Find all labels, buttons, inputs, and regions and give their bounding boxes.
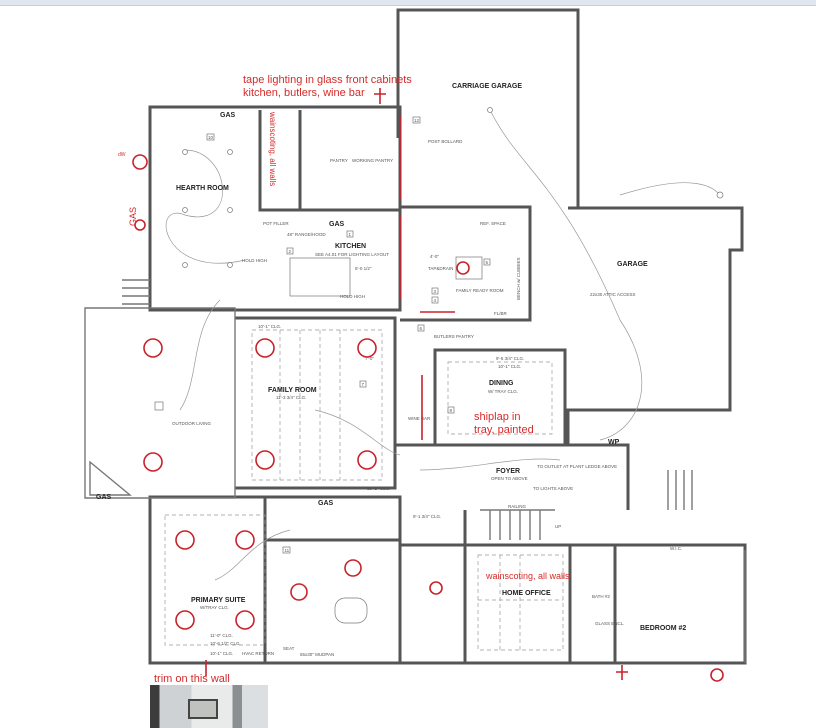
room-label-family-ready-room: FAMILY READY ROOM [456, 288, 504, 293]
primary-clg-note-3: 10'-1" CLG. [210, 651, 233, 656]
tap-drain-note: TAP&DRAIN [428, 266, 453, 271]
tag-11: 11 [285, 548, 290, 553]
office-clg-note: 9'-1 3/4" CLG. [413, 514, 441, 519]
lights-note: TO LIGHTS ABOVE [533, 486, 573, 491]
post-bollard-note: POST BOLLARD [428, 139, 463, 144]
dining-ceiling: W/ TRAY CLG. [488, 389, 518, 394]
annotation-dw: dW [118, 152, 126, 158]
keynote-tags: 1 2 3 4 5 6 7 8 10 11 12 [206, 116, 491, 554]
room-label-garage: GARAGE [617, 261, 648, 268]
hold-high-note-2: HOLD HIGH [340, 294, 365, 299]
gas-label-outdoor: GAS [96, 494, 112, 501]
foyer-note: OPEN TO ABOVE [491, 476, 528, 481]
family-room-clg-note: 10'-1" CLG. [258, 324, 281, 329]
room-label-hearth-room: HEARTH ROOM [176, 185, 229, 192]
tag-12: 12 [414, 118, 420, 123]
wine-bar-label: WINE BAR [408, 416, 431, 421]
annotation-wainscoting-office: wainscoting, all walls [485, 571, 570, 581]
hvac-note: HVAC RETURN [242, 651, 274, 656]
tag-5: 5 [486, 260, 489, 265]
annotation-tape-lighting-line1: tape lighting in glass front cabinets [243, 74, 412, 86]
range-hood-note: 48" RANGE/HOOD [287, 232, 326, 237]
room-label-foyer: FOYER [496, 468, 520, 475]
dim-7-0: 7'-0" [365, 356, 374, 361]
annotation-shiplap-line1: shiplap in [474, 411, 520, 423]
tub-note: 65x30" MUDPAN [300, 652, 334, 657]
dim-4-0: 4'-0" [430, 254, 439, 259]
attic-access-note: 22x30 ATTIC ACCESS [590, 292, 635, 297]
annotation-tape-lighting-line2: kitchen, butlers, wine bar [243, 87, 365, 99]
window-top-bar [0, 0, 816, 6]
room-label-family-room: FAMILY ROOM [268, 387, 317, 394]
tag-2: 2 [289, 249, 292, 254]
dining-clg-note-2: 10'-1" CLG. [498, 364, 521, 369]
room-label-bedroom2: BEDROOM #2 [640, 625, 686, 632]
gas-label-family: GAS [318, 500, 334, 507]
room-label-pantry: PANTRY [330, 158, 348, 163]
reference-photo-thumbnail [150, 685, 268, 728]
bench-note: BENCH w/ CUBBIES [516, 257, 521, 300]
primary-clg-note-1: 11'-0" CLG. [210, 633, 233, 638]
stair-up-label: UP [555, 524, 561, 529]
room-label-carriage-garage: CARRIAGE GARAGE [452, 83, 522, 90]
tag-8: 8 [450, 408, 453, 413]
gas-label-hearth: GAS [220, 112, 236, 119]
family-room-clg-note-2: 10'-1" CLG. [367, 486, 390, 491]
annotation-shiplap-line2: tray, painted [474, 424, 534, 436]
photo-wall-art [188, 699, 218, 719]
kitchen-note: SEE A4.01 FOR LIGHTING LAYOUT [315, 252, 389, 257]
wp-label: WP [608, 439, 620, 446]
room-label-working-pantry: WORKING PANTRY [352, 158, 393, 163]
flbr-note: FL/BR [494, 311, 508, 316]
tag-10: 10 [208, 135, 214, 140]
annotation-wainscoting-powder: wainscoting, all walls [268, 111, 277, 186]
room-label-dining: DINING [489, 380, 514, 387]
wiring [165, 109, 721, 581]
room-label-outdoor-living: OUTDOOR LIVING [172, 421, 212, 426]
room-label-kitchen: KITCHEN [335, 243, 366, 250]
walls [84, 8, 747, 665]
tag-4: 4 [434, 298, 437, 303]
room-label-home-office: HOME OFFICE [502, 590, 551, 597]
ceiling-lines [164, 329, 564, 651]
tag-3: 3 [434, 289, 437, 294]
family-room-ceiling: 11'-3 3/4" CLG. [276, 395, 306, 400]
ref-space-note: REF. SPACE [480, 221, 506, 226]
tag-6: 6 [420, 326, 423, 331]
room-label-butlers-pantry: BUTLERS PANTRY [434, 334, 474, 339]
outlet-note: TO OUTLET AT PLANT LEDGE ABOVE [537, 464, 617, 469]
recessed-lights [132, 88, 724, 682]
annotation-gas-meter: GAS [128, 207, 138, 226]
primary-clg-note-2: 10'-6 1/2" CLG. [210, 641, 241, 646]
railing-label: RAILING [508, 504, 527, 509]
dining-clg-note-1: 9'-5 3/4" CLG. [496, 356, 524, 361]
seat-label: SEAT [283, 646, 295, 651]
primary-ceiling: W/TRAY CLG. [200, 605, 229, 610]
room-label-wic: W.I.C. [670, 546, 682, 551]
gas-label-kitchen: GAS [329, 221, 345, 228]
tag-1: 1 [349, 232, 352, 237]
glass-enclosure-label: GLASS ENCL. [595, 621, 625, 626]
pot-filler-note: POT FILLER [263, 221, 289, 226]
tag-7: 7 [362, 382, 365, 387]
room-label-primary-suite: PRIMARY SUITE [191, 597, 246, 604]
annotation-trim-wall: trim on this wall [154, 673, 230, 685]
room-label-bath2: BATH #2 [592, 594, 610, 599]
dim-5-0: 5'-0 1/2" [355, 266, 372, 271]
hold-high-note: HOLD HIGH [242, 258, 267, 263]
